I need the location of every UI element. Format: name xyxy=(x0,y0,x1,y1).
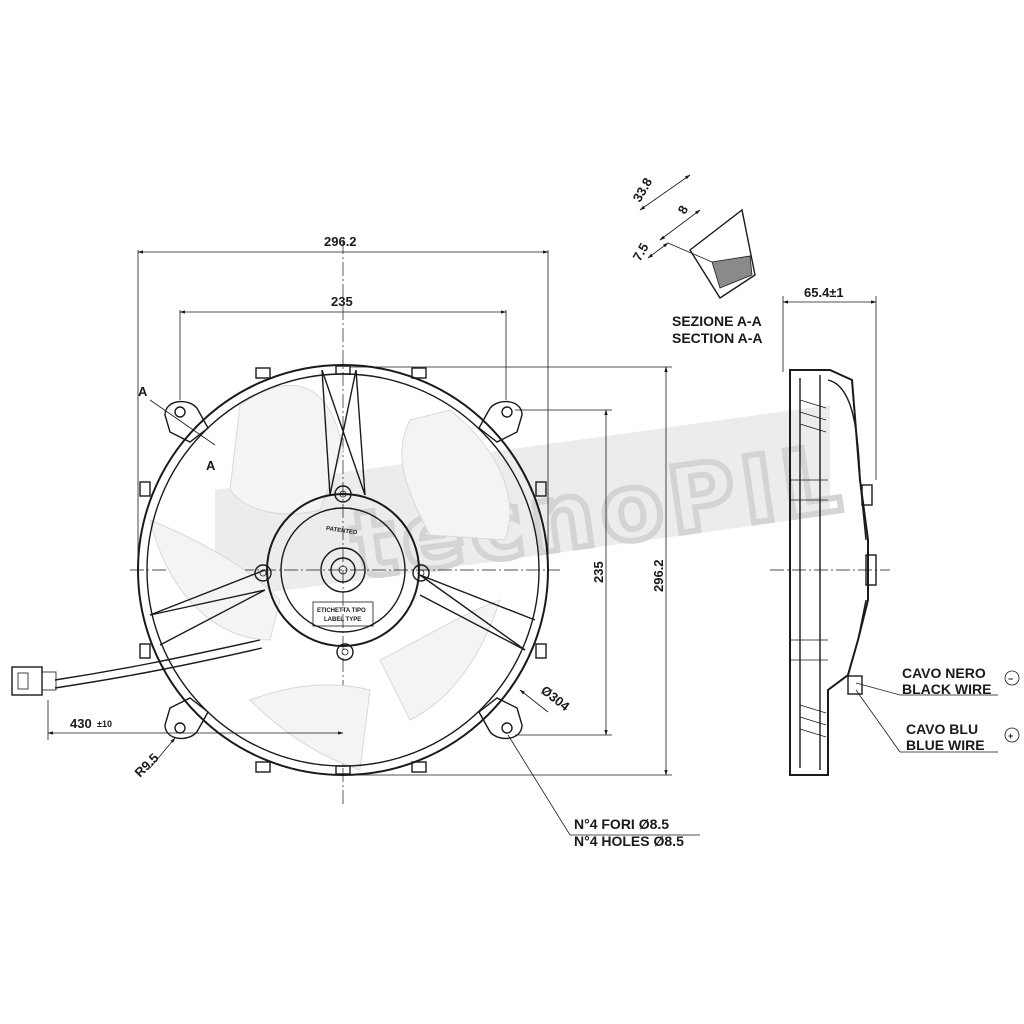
front-dimensions: 296.2 235 296.2 235 Ø304 430 ±10 R9.5 N°… xyxy=(47,234,700,849)
section-title-it: SEZIONE A-A xyxy=(672,313,762,329)
power-cable xyxy=(11,639,263,696)
outer-shroud xyxy=(137,364,549,776)
section-cut-line xyxy=(149,399,216,446)
motor-hub: PATENTED ETICHETTA TIPO LABEL TYPE xyxy=(254,485,430,661)
section-dim-b: 7.5 xyxy=(630,240,652,263)
motor-struts xyxy=(149,369,536,651)
holes-note-en: N°4 HOLES Ø8.5 xyxy=(574,833,684,849)
blue-wire-label-en: BLUE WIRE xyxy=(906,737,985,753)
black-wire-label-en: BLACK WIRE xyxy=(902,681,991,697)
radius-leader xyxy=(149,737,176,769)
fan-blades xyxy=(149,384,511,771)
positive-symbol: + xyxy=(1008,731,1013,741)
connector-plug xyxy=(11,666,43,696)
diameter-label: Ø304 xyxy=(538,683,573,715)
negative-symbol: − xyxy=(1008,674,1013,684)
depth-label: 65.4±1 xyxy=(804,285,844,300)
shroud-clips xyxy=(139,365,547,775)
hub-patented-text: PATENTED xyxy=(326,526,359,536)
front-view: PATENTED ETICHETTA TIPO LABEL TYPE A A xyxy=(11,240,560,805)
blue-wire-leader xyxy=(855,689,998,753)
holes-note-leader xyxy=(507,734,700,836)
holes-note-it: N°4 FORI Ø8.5 xyxy=(574,816,669,832)
overall-height-label: 296.2 xyxy=(651,559,666,592)
section-total-dim: 33.8 xyxy=(630,175,656,204)
section-dim-a: 8 xyxy=(675,203,692,217)
hub-label-en: LABEL TYPE xyxy=(324,617,361,623)
radius-label: R9.5 xyxy=(132,750,162,780)
negative-symbol-icon xyxy=(1004,670,1020,686)
section-marker-top: A xyxy=(138,384,148,399)
overall-width-label: 296.2 xyxy=(324,234,357,249)
section-a-a: 33.8 8 7.5 SEZIONE A-A SECTION A-A xyxy=(630,174,762,346)
section-title-en: SECTION A-A xyxy=(672,330,762,346)
black-wire-leader xyxy=(855,682,998,696)
wire-terminal xyxy=(847,675,863,695)
hole-spacing-width-label: 235 xyxy=(331,294,353,309)
cable-tolerance-label: ±10 xyxy=(97,719,112,729)
black-wire-label-it: CAVO NERO xyxy=(902,665,986,681)
hub-label-it: ETICHETTA TIPO xyxy=(317,608,366,614)
diameter-leader xyxy=(519,689,549,713)
side-view: 65.4±1 CAVO NERO BLACK WIRE − CAVO BLU B… xyxy=(770,285,1020,776)
positive-symbol-icon xyxy=(1004,727,1020,743)
section-marker-bottom: A xyxy=(206,458,216,473)
blue-wire-label-it: CAVO BLU xyxy=(906,721,978,737)
cable-length-label: 430 xyxy=(70,716,92,731)
hole-spacing-height-label: 235 xyxy=(591,561,606,583)
